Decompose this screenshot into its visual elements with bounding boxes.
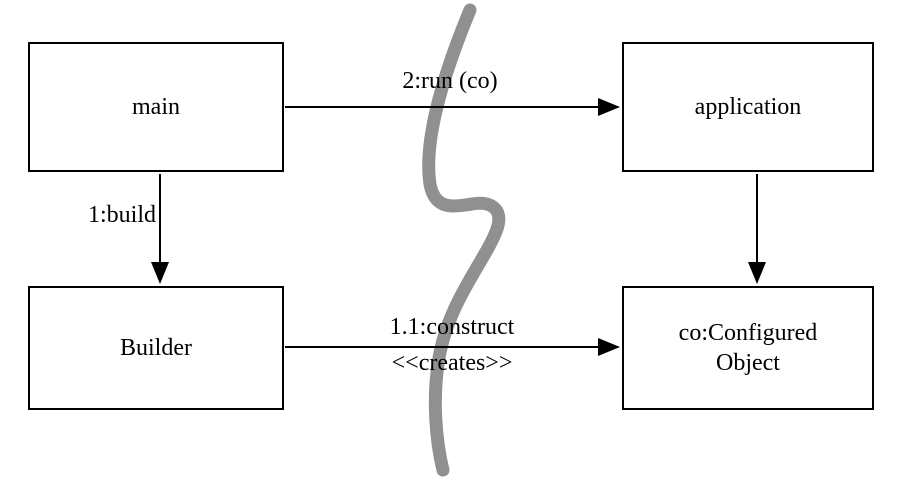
node-application: application bbox=[622, 42, 874, 172]
node-main: main bbox=[28, 42, 284, 172]
node-configured-object: co:Configured Object bbox=[622, 286, 874, 410]
node-application-label: application bbox=[694, 94, 802, 120]
edge-label-run: 2:run (co) bbox=[402, 68, 498, 94]
squiggle-annotation bbox=[422, 3, 506, 477]
edge-label-build: 1:build bbox=[87, 202, 156, 228]
edge-label-construct: 1.1:construct bbox=[389, 314, 515, 340]
node-main-label: main bbox=[132, 94, 180, 120]
node-builder-label: Builder bbox=[120, 335, 192, 361]
edge-label-creates-stereotype: <<creates>> bbox=[391, 350, 513, 376]
node-builder: Builder bbox=[28, 286, 284, 410]
node-configured-object-label: co:Configured Object bbox=[678, 320, 818, 376]
